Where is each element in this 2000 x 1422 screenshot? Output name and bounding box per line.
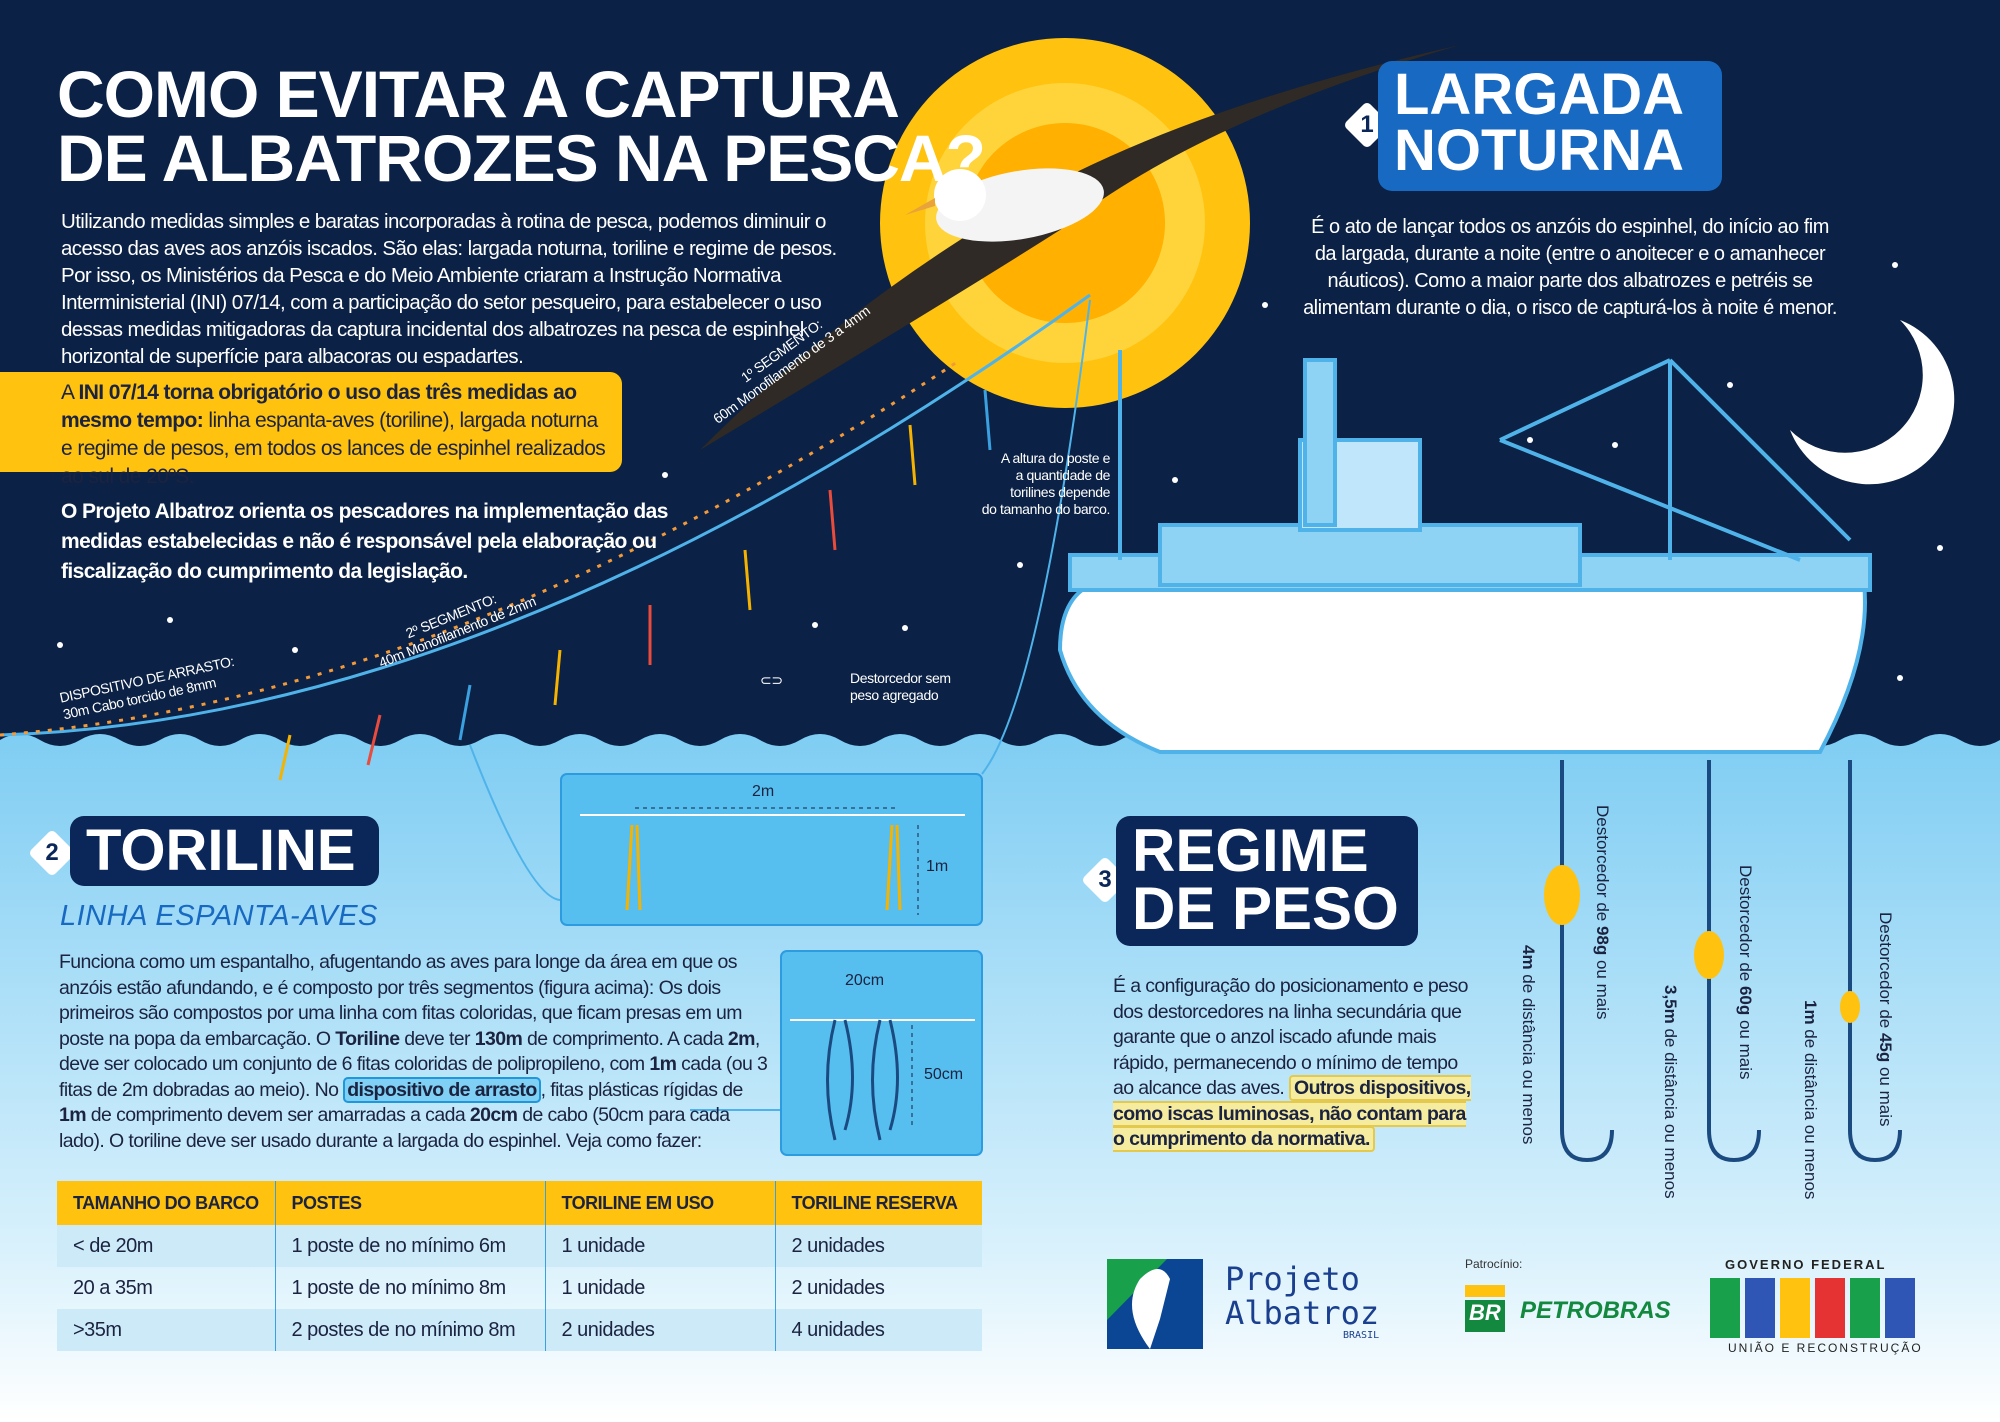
- toriline-text: Funciona como um espantalho, afugentando…: [59, 951, 768, 1152]
- fishing-boat: [1057, 350, 1872, 754]
- diagram-box-2: [780, 950, 983, 1156]
- albatroz-logo: [1107, 1259, 1203, 1349]
- box2-height-label: 50cm: [924, 1066, 964, 1083]
- toriline-title: TORILINE: [70, 816, 379, 886]
- streamers: [278, 389, 992, 781]
- toriline-subtitle: LINHA ESPANTA-AVES: [60, 900, 378, 932]
- swivel-icon: ⊂⊃: [760, 672, 783, 688]
- box1-height-label: 1m: [926, 858, 949, 875]
- gov-bottom-text: UNIÃO E RECONSTRUÇÃO: [1728, 1341, 1923, 1355]
- stars: [57, 262, 1943, 681]
- gov-top-text: GOVERNO FEDERAL: [1725, 1257, 1887, 1272]
- moon: [1790, 320, 1955, 485]
- diagram-box-1: [560, 773, 983, 926]
- hook-2-weight: Destorcedor de 60g ou mais: [1736, 865, 1755, 1080]
- section-number-2: 2: [27, 828, 77, 878]
- box1-width-label: 2m: [752, 783, 775, 800]
- hook-1-distance: 4m de distância ou menos: [1519, 945, 1538, 1145]
- largada-text: É o ato de lançar todos os anzóis do esp…: [1303, 216, 1837, 319]
- br-logo: BR: [1469, 1300, 1501, 1325]
- petrobras-logo: [1465, 1285, 1505, 1332]
- intro-text: Utilizando medidas simples e baratas inc…: [61, 210, 837, 368]
- box2-width-label: 20cm: [845, 972, 885, 989]
- ini-highlight-box: A INI 07/14 torna obrigatório o uso das …: [0, 372, 622, 488]
- hooks: [1544, 760, 1902, 1163]
- hook-3-weight: Destorcedor de 45g ou mais: [1876, 912, 1895, 1127]
- regime-text: É a configuração do posicionamento e pes…: [1113, 975, 1471, 1152]
- hook-2-distance: 3,5m de distância ou menos: [1661, 985, 1680, 1199]
- hook-3-distance: 1m de distância ou menos: [1801, 1000, 1820, 1200]
- sponsor-label: Patrocínio:: [1465, 1257, 1523, 1271]
- gov-brasil-logo: [1710, 1278, 1915, 1338]
- disclaimer-text: O Projeto Albatroz orienta os pescadores…: [61, 500, 668, 583]
- toriline-lines: [0, 293, 1091, 1111]
- petrobras-logo-text: PETROBRAS: [1520, 1297, 1671, 1324]
- albatross-bird: [700, 45, 1460, 450]
- hook-1-weight: Destorcedor de 98g ou mais: [1593, 805, 1612, 1020]
